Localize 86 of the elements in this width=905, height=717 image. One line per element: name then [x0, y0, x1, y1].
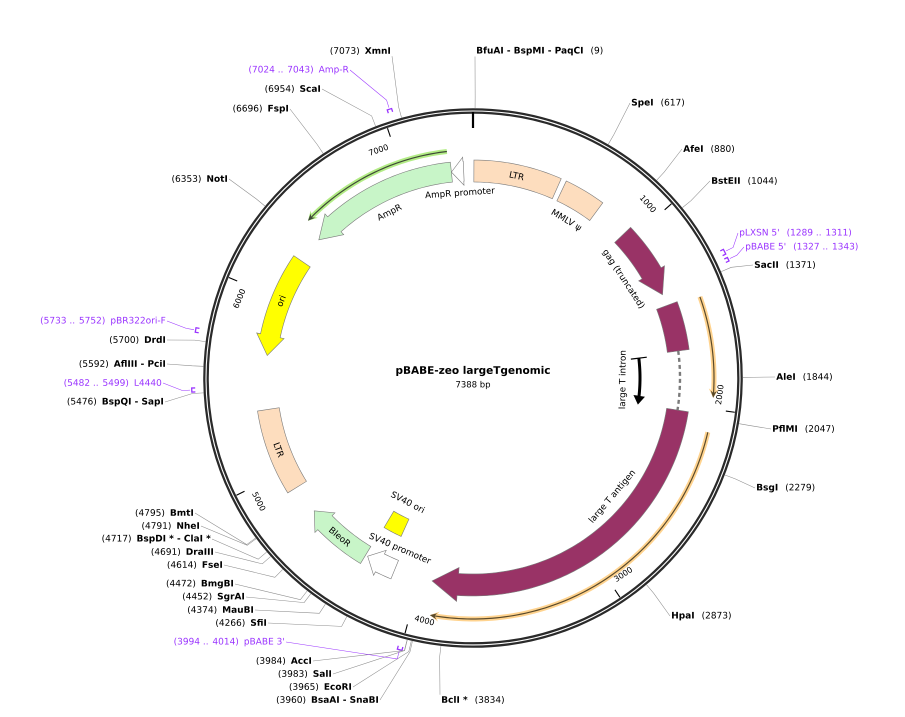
site-label: (4691) DraIII	[152, 548, 213, 556]
site-label: (3984) AccI	[256, 656, 311, 665]
leader-line	[682, 180, 710, 208]
site-label: (6353) NotI	[172, 174, 227, 183]
leader-line	[286, 642, 400, 660]
leader-line	[212, 538, 267, 560]
plasmid-size: 7388 bp	[456, 380, 490, 390]
leader-line	[720, 264, 754, 272]
leader-line	[268, 616, 348, 627]
primer-mark	[386, 108, 394, 114]
site-label: (4717) BspDI * - ClaI *	[102, 534, 211, 544]
site-label: (4452) SgrAI	[182, 592, 244, 602]
site-label: SpeI (617)	[632, 98, 684, 108]
leader-line	[322, 88, 376, 126]
site-label: PflMI (2047)	[773, 424, 834, 433]
feature-segment: LTR	[257, 407, 307, 494]
site-label: (4266) SfiI	[216, 618, 266, 627]
site-label: HpaI (2873)	[672, 612, 731, 620]
leader-line	[724, 474, 756, 488]
tick-label: 4000	[414, 615, 434, 626]
site-label: (6954) ScaI	[265, 84, 320, 93]
leader-line	[224, 564, 283, 578]
node-label: SV40 ori	[390, 491, 426, 514]
leader-line	[200, 526, 256, 546]
site-label: (5592) AflIII - PciI	[80, 360, 165, 368]
site-label: BstEII (1044)	[712, 176, 777, 185]
primer-mark	[194, 326, 200, 334]
leader-line	[742, 376, 776, 378]
leader-line	[162, 382, 190, 391]
leader-line	[439, 646, 442, 696]
site-label: (7024 .. 7043) Amp-R	[249, 66, 349, 74]
site-label: (4791) NheI	[142, 522, 199, 530]
leader-line	[166, 340, 206, 342]
site-label: AleI (1844)	[776, 372, 832, 381]
leader-line	[738, 423, 772, 430]
leader-line	[234, 584, 308, 600]
site-label: (6696) FspI	[233, 104, 288, 114]
site-label: pLXSN 5' (1289 .. 1311)	[740, 228, 852, 238]
site-label: (4374) MauBI	[188, 606, 253, 614]
leader-line	[246, 594, 312, 603]
site-label: BsgI (2279)	[757, 484, 814, 492]
leader-line	[646, 584, 670, 616]
site-label: AfeI (880)	[683, 144, 734, 153]
site-label: pBABE 5' (1327 .. 1343)	[746, 242, 858, 252]
site-label: (5700) DrdI	[110, 336, 165, 344]
leader-line	[352, 640, 412, 688]
leader-line	[166, 320, 194, 330]
leader-line	[380, 640, 413, 700]
primer-mark	[396, 646, 404, 652]
site-label: (5476) BspQI - SapI	[68, 398, 163, 406]
site-label: (5733 .. 5752) pBR322ori-F	[40, 316, 166, 326]
leader-line	[254, 604, 326, 614]
site-label: BfuAI - BspMI - PaqCI (9)	[477, 46, 602, 56]
leader-line	[214, 552, 271, 564]
primer-mark	[720, 248, 727, 256]
tick-label: 5000	[252, 492, 266, 511]
site-label: (4795) BmtI	[136, 508, 193, 517]
leader-line	[332, 640, 408, 674]
tick-label: 2000	[715, 384, 724, 404]
site-label: (3983) SalI	[278, 670, 331, 678]
leader-line	[474, 56, 476, 108]
site-label: SacII (1371)	[754, 260, 815, 269]
site-label: (3965) EcoRI	[290, 682, 351, 691]
leader-line	[312, 640, 408, 662]
leader-line	[228, 178, 266, 206]
site-label: (3994 .. 4014) pBABE 3'	[174, 638, 284, 646]
tick-label: 6000	[233, 289, 245, 308]
site-label: (7073) XmnI	[330, 46, 390, 55]
leader-line	[392, 56, 402, 118]
primer-mark	[191, 387, 196, 393]
site-label: (3960) BsaAI - SnaBI	[276, 696, 378, 704]
leader-line	[730, 246, 744, 259]
leader-line	[164, 392, 204, 402]
leader-line	[656, 148, 682, 180]
leader-line	[350, 70, 390, 108]
site-label: (4472) BmgBI	[166, 580, 233, 588]
feature-segment: SV40 ori	[384, 491, 426, 537]
primer-mark	[724, 256, 730, 264]
site-label: BclI * (3834)	[442, 696, 504, 704]
site-label: (5482 .. 5499) L4440	[64, 378, 162, 387]
leader-line	[726, 232, 738, 252]
leader-line	[194, 512, 256, 545]
leader-line	[166, 364, 204, 367]
leader-line	[290, 108, 324, 154]
leader-line	[608, 102, 630, 145]
site-label: (4614) FseI	[168, 560, 222, 569]
